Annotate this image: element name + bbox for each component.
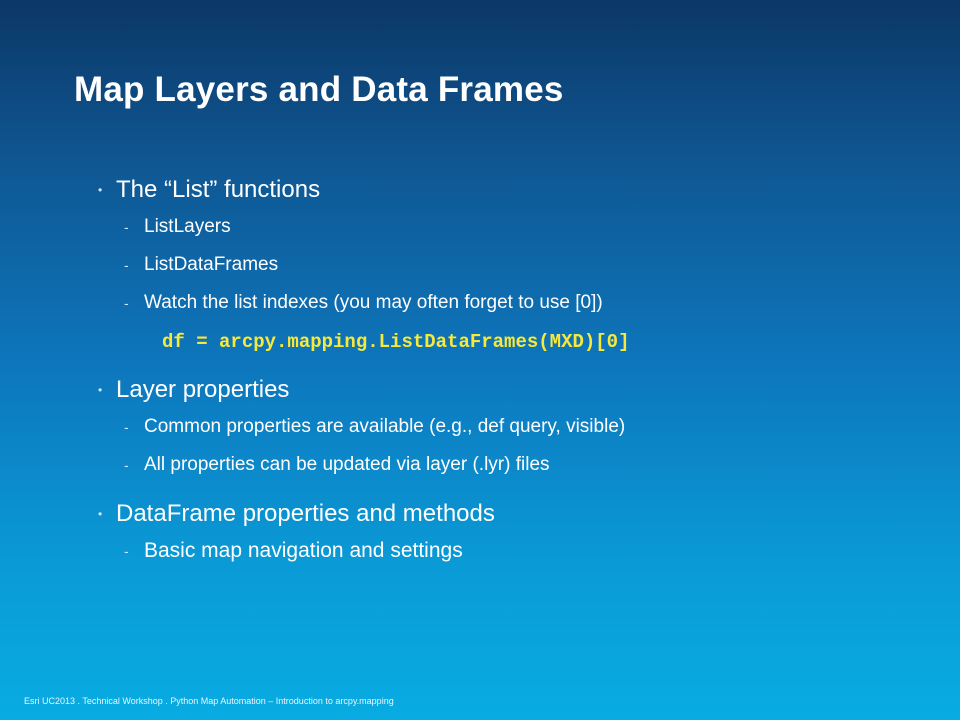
slide-content: • The “List” functions - ListLayers - Li… [98,172,938,570]
subitem-common-properties: - Common properties are available (e.g.,… [98,408,938,446]
bullet-dot-icon: • [98,383,103,397]
subitem-listlayers: - ListLayers [98,208,938,246]
subitem-listdataframes: - ListDataFrames [98,246,938,284]
bullet-layer-properties: • Layer properties [98,372,938,408]
bullet-text: The “List” functions [116,176,321,203]
dash-icon: - [124,457,129,473]
bullet-list-functions: • The “List” functions [98,172,938,208]
dash-icon: - [124,295,129,311]
dash-icon: - [124,219,129,235]
subitem-text: Basic map navigation and settings [144,539,463,562]
subitem-text: ListDataFrames [144,254,279,275]
dash-icon: - [124,257,129,273]
subitem-map-navigation: - Basic map navigation and settings [98,532,938,570]
subitem-text: Common properties are available (e.g., d… [144,416,626,437]
slide-title: Map Layers and Data Frames [74,70,564,109]
subitem-text: All properties can be updated via layer … [144,454,550,475]
subitem-text: ListLayers [144,216,231,237]
bullet-dataframe-properties: • DataFrame properties and methods [98,496,938,532]
bullet-dot-icon: • [98,183,103,197]
dash-icon: - [124,419,129,435]
footer-text: Esri UC2013 . Technical Workshop . Pytho… [24,696,394,706]
subitem-text: Watch the list indexes (you may often fo… [144,292,603,313]
code-example: df = arcpy.mapping.ListDataFrames(MXD)[0… [162,331,630,353]
dash-icon: - [124,543,129,559]
bullet-dot-icon: • [98,507,103,521]
subitem-list-indexes: - Watch the list indexes (you may often … [98,284,938,322]
subitem-layer-files: - All properties can be updated via laye… [98,446,938,484]
bullet-text: Layer properties [116,376,290,403]
bullet-text: DataFrame properties and methods [116,500,495,527]
